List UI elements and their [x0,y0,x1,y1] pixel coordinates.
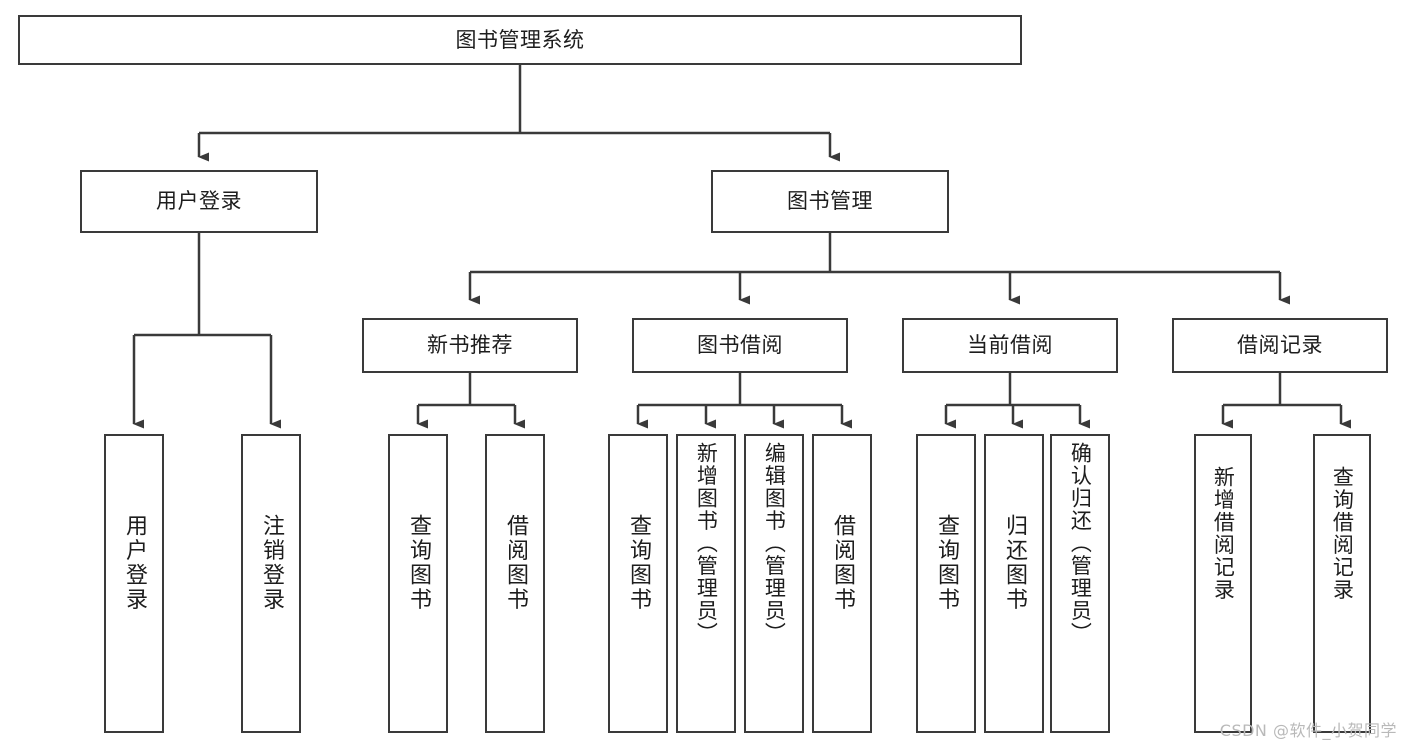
leaf-query-book-b[interactable]: 查询图书 [608,434,668,733]
leaf-borrow-book-b-label: 借阅图书 [829,514,855,612]
leaf-edit-book[interactable]: 编辑图书（管理员） [744,434,804,733]
leaf-add-book[interactable]: 新增图书（管理员） [676,434,736,733]
leaf-query-book-c[interactable]: 查询图书 [916,434,976,733]
node-current-borrow[interactable]: 当前借阅 [902,318,1118,373]
node-borrow-record-label: 借阅记录 [1237,333,1323,358]
node-book-borrow-label: 图书借阅 [697,333,783,358]
node-book-manage[interactable]: 图书管理 [711,170,949,233]
node-current-borrow-label: 当前借阅 [967,333,1053,358]
leaf-borrow-book-a-label: 借阅图书 [502,514,528,612]
leaf-confirm-return-label: 确认归还（管理员） [1068,442,1093,645]
leaf-add-record[interactable]: 新增借阅记录 [1194,434,1252,733]
node-new-book-recommend[interactable]: 新书推荐 [362,318,578,373]
leaf-add-book-label: 新增图书（管理员） [694,442,719,645]
leaf-add-record-label: 新增借阅记录 [1211,466,1236,601]
leaf-query-book-a-label: 查询图书 [405,514,431,612]
leaf-confirm-return[interactable]: 确认归还（管理员） [1050,434,1110,733]
leaf-user-login-label: 用户登录 [121,514,147,612]
leaf-query-record[interactable]: 查询借阅记录 [1313,434,1371,733]
leaf-query-book-a[interactable]: 查询图书 [388,434,448,733]
node-user-login[interactable]: 用户登录 [80,170,318,233]
leaf-logout[interactable]: 注销登录 [241,434,301,733]
leaf-edit-book-label: 编辑图书（管理员） [762,442,787,645]
leaf-query-book-b-label: 查询图书 [625,514,651,612]
node-root-label: 图书管理系统 [455,27,585,52]
node-book-manage-label: 图书管理 [787,189,873,214]
node-book-borrow[interactable]: 图书借阅 [632,318,848,373]
node-root[interactable]: 图书管理系统 [18,15,1022,65]
leaf-return-book[interactable]: 归还图书 [984,434,1044,733]
leaf-return-book-label: 归还图书 [1001,514,1027,612]
node-user-login-label: 用户登录 [156,189,242,214]
node-new-book-recommend-label: 新书推荐 [427,333,513,358]
leaf-logout-label: 注销登录 [258,514,284,612]
leaf-query-record-label: 查询借阅记录 [1330,466,1355,601]
leaf-borrow-book-a[interactable]: 借阅图书 [485,434,545,733]
leaf-borrow-book-b[interactable]: 借阅图书 [812,434,872,733]
watermark: CSDN @软件_小贺同学 [1219,721,1397,740]
node-borrow-record[interactable]: 借阅记录 [1172,318,1388,373]
leaf-user-login[interactable]: 用户登录 [104,434,164,733]
leaf-query-book-c-label: 查询图书 [933,514,959,612]
